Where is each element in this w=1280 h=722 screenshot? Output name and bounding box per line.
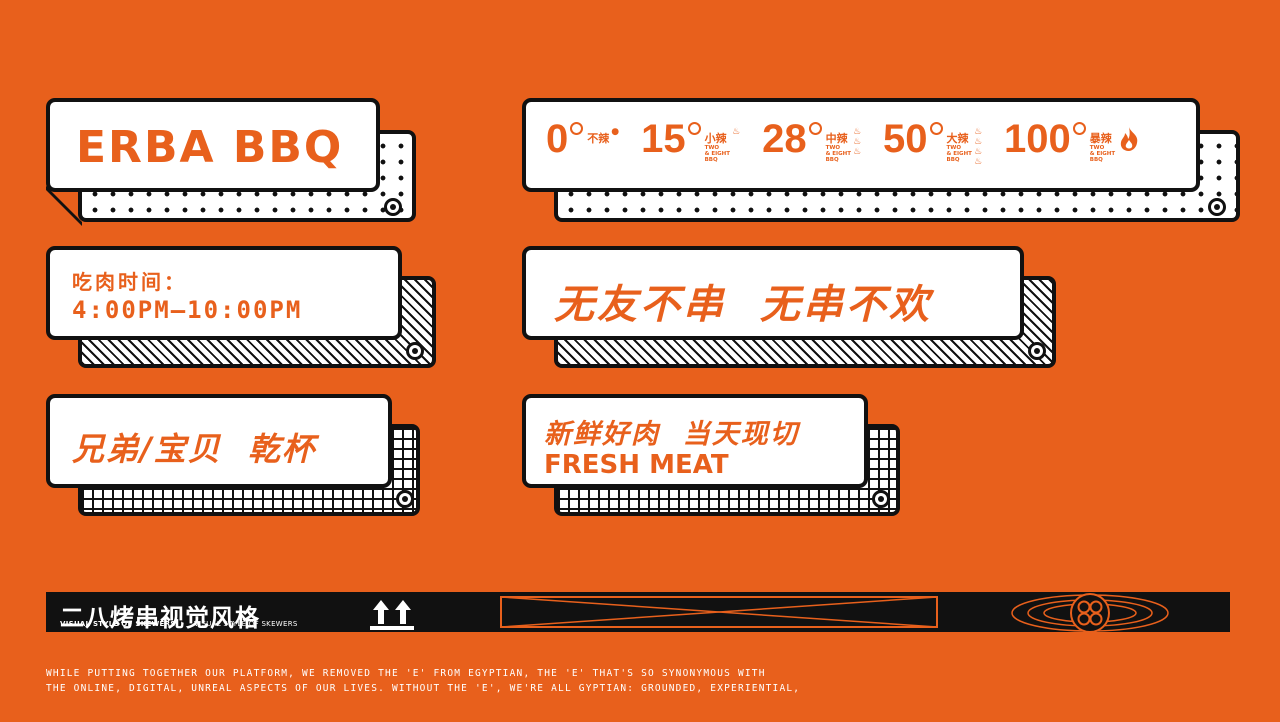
sheep-badge-icon [872,490,890,508]
spice-value: 50 [883,117,928,161]
degree-icon [687,122,701,135]
hours-face: 吃肉时间： 4:00PM—10:00PM [46,246,402,340]
flame-icon: ♨♨♨♨ [973,127,983,167]
big-flame-icon [1117,126,1141,152]
spice-cn: 小辣 [704,132,727,145]
spice-en: BBQ [825,157,839,163]
slogan-card: 无友不串 无串不欢 [522,246,1056,370]
fresh-cn: 新鲜好肉 当天现切 [544,419,799,450]
slogan-text: 无友不串 无串不欢 [554,282,932,328]
degree-icon [808,122,822,135]
spice-en: BBQ [946,157,960,163]
spice-cn: 中辣 [825,132,848,145]
spice-value: 100 [1004,117,1071,161]
sheep-badge-icon [406,342,424,360]
spice-value: 15 [641,117,686,161]
hours-card: 吃肉时间： 4:00PM—10:00PM [46,246,436,370]
flame-icon: ♨ [732,127,741,137]
spice-en: BBQ [704,157,718,163]
spice-cn: 不辣 [587,132,610,145]
orbit-logo-icon [1011,593,1169,633]
spice-en: & EIGHT [1089,151,1116,157]
up-arrows-icon [370,600,414,630]
spice-en: TWO [1089,145,1105,151]
flame-icon: ♨♨♨ [852,127,862,157]
crossed-box-icon [500,596,938,628]
degree-icon [929,122,943,135]
fresh-face: 新鲜好肉 当天现切 FRESH MEAT [522,394,868,488]
sheep-badge-icon [1208,198,1226,216]
footer-line-2: THE ONLINE, DIGITAL, UNREAL ASPECTS OF O… [46,683,801,694]
hours-time: 4:00PM—10:00PM [72,296,303,324]
cheers-text: 兄弟/宝贝 乾杯 [72,430,316,468]
brand-card: ERBA BBQ [46,98,416,226]
hours-label: 吃肉时间： [72,270,187,294]
bar-subtitle: VISUAL STYLE OF SKEWERS [194,620,298,628]
brand-title: ERBA BBQ [76,122,344,173]
card-side-shade [46,186,82,226]
spice-cn: 大辣 [946,132,969,145]
cheers-face: 兄弟/宝贝 乾杯 [46,394,392,488]
spice-level-0: 0 不辣 ● [546,116,619,162]
fresh-meat-card: 新鲜好肉 当天现切 FRESH MEAT [522,394,900,518]
spice-en: TWO [825,145,841,151]
fresh-en: FRESH MEAT [544,450,729,480]
spice-en: & EIGHT [825,151,851,157]
degree-icon [570,122,584,135]
spice-en: TWO [946,145,962,151]
bottom-bar: 二八烤串视觉风格 VISUAL STYLE OF SKEWERS VISUAL … [46,592,1230,633]
spice-en: & EIGHT [704,151,730,157]
sheep-badge-icon [396,490,414,508]
spice-en: TWO [704,145,720,151]
degree-icon [1072,122,1086,135]
spice-value: 0 [546,117,569,161]
bar-subtitle-bold: VISUAL STYLE OF SKEWERS [60,620,176,628]
spice-cn: 暴辣 [1089,132,1112,145]
bar-title: 二八烤串视觉风格 [60,604,260,632]
sheep-badge-icon [384,198,402,216]
brand-face: ERBA BBQ [46,98,380,192]
cheers-card: 兄弟/宝贝 乾杯 [46,394,420,518]
sheep-badge-icon [1028,342,1046,360]
spice-en: BBQ [1089,157,1103,163]
spice-value: 28 [762,117,807,161]
spice-en: & EIGHT [946,151,972,157]
footer-line-1: WHILE PUTTING TOGETHER OUR PLATFORM, WE … [46,668,766,679]
slogan-face: 无友不串 无串不欢 [522,246,1024,340]
flame-icon: ● [611,127,620,137]
